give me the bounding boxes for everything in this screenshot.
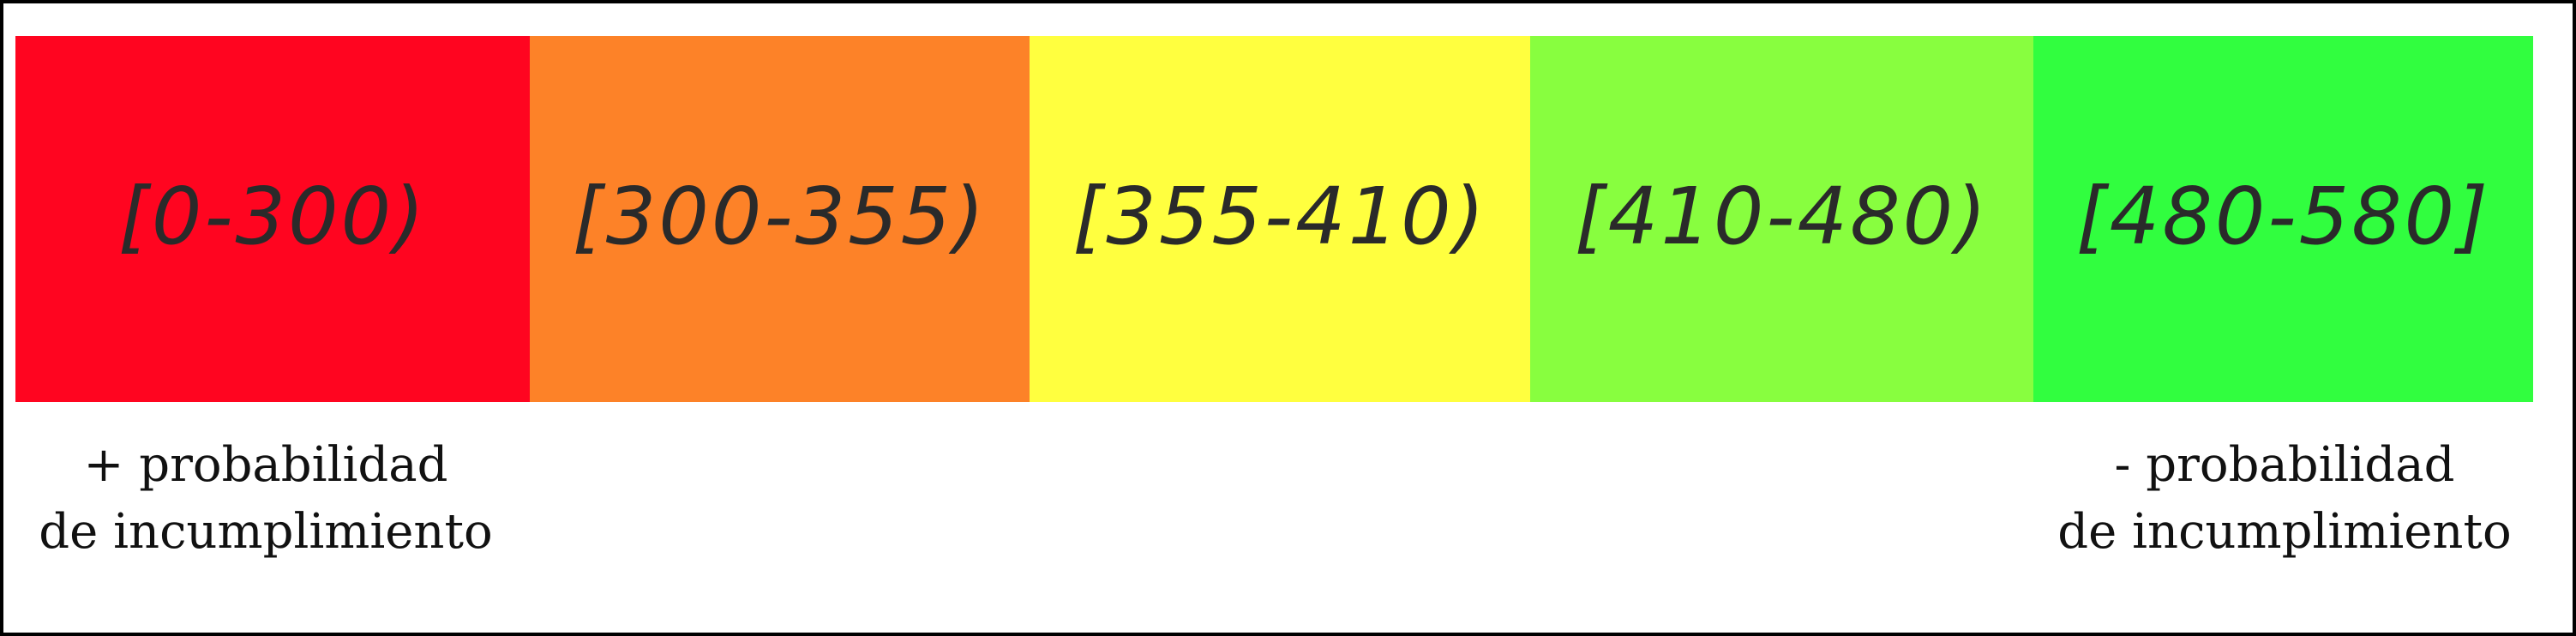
caption-line: - probabilidad	[2114, 437, 2455, 493]
score-band-label: [480-580]	[2075, 171, 2491, 262]
score-band-0-300: [0-300)	[15, 36, 530, 402]
score-band-480-580: [480-580]	[2033, 36, 2533, 402]
score-band-strip: [0-300) [300-355) [355-410) [410-480) [4…	[15, 36, 2533, 402]
score-band-label: [410-480)	[1574, 171, 1990, 262]
caption-line: de incumplimiento	[2057, 504, 2512, 560]
score-band-300-355: [300-355)	[530, 36, 1030, 402]
score-band-label: [355-410)	[1072, 171, 1487, 262]
score-band-label: [0-300)	[117, 171, 428, 262]
score-band-355-410: [355-410)	[1030, 36, 1530, 402]
low-default-probability-caption: - probabilidad de incumplimiento	[2027, 432, 2542, 566]
high-default-probability-caption: + probabilidad de incumplimiento	[9, 432, 523, 566]
score-band-410-480: [410-480)	[1530, 36, 2033, 402]
caption-line: de incumplimiento	[39, 504, 493, 560]
caption-line: + probabilidad	[83, 437, 448, 493]
score-band-label: [300-355)	[572, 171, 988, 262]
